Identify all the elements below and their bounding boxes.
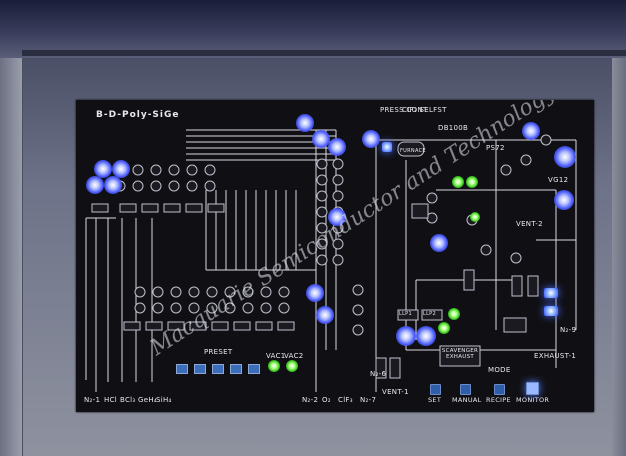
indicator-led (296, 114, 314, 132)
indicator-square-lamp (544, 288, 558, 298)
indicator-led-green (470, 212, 480, 222)
vac2-led (286, 360, 298, 372)
llp2-label: LLP2 (423, 311, 436, 317)
panel-title: B-D-Poly-SiGe (96, 110, 180, 120)
schematic-lines (85, 129, 577, 392)
exhaust1-label: EXHAUST-1 (534, 352, 577, 360)
cabinet-seam (22, 50, 626, 56)
n2-9-label: N₂-9 (560, 326, 577, 334)
mode-set-label: SET (428, 396, 442, 404)
indicator-led-green (466, 176, 478, 188)
vg12-label: VG12 (548, 176, 569, 184)
gas-label-hcl: HCl (104, 396, 117, 404)
mode-recipe-button[interactable] (494, 384, 505, 395)
gas-label-n2-2: N₂-2 (302, 396, 319, 404)
preset-button-5[interactable] (248, 364, 260, 374)
vent1-label: VENT-1 (382, 388, 409, 396)
press-cont-label: PRESS CONT (380, 106, 428, 114)
indicator-led (430, 234, 448, 252)
indicator-led (362, 130, 380, 148)
indicator-led-green (448, 308, 460, 320)
indicator-led (104, 176, 122, 194)
indicator-led (416, 326, 436, 346)
indicator-led (328, 138, 346, 156)
llp1-label: LLP1 (399, 311, 412, 317)
indicator-led (554, 190, 574, 210)
ps72-label: PS72 (486, 144, 505, 152)
indicator-led-green (452, 176, 464, 188)
mode-monitor-button[interactable] (526, 382, 539, 395)
vac1-led (268, 360, 280, 372)
indicator-led (554, 146, 576, 168)
mode-set-button[interactable] (430, 384, 441, 395)
preset-button-4[interactable] (230, 364, 242, 374)
indicator-led (312, 130, 330, 148)
indicator-led (328, 208, 346, 226)
gas-label-geh4: GeH₄ (138, 396, 158, 404)
cabinet-right-rail (612, 58, 626, 456)
db100b-label: DB100B (438, 124, 469, 132)
mode-manual-label: MANUAL (452, 396, 482, 404)
mode-recipe-label: RECIPE (486, 396, 511, 404)
preset-button-3[interactable] (212, 364, 224, 374)
mode-label: MODE (488, 366, 511, 374)
mode-monitor-label: MONITOR (516, 396, 550, 404)
vac1-label: VAC1 (266, 352, 286, 360)
gas-label-o2: O₂ (322, 396, 331, 404)
preset-button-1[interactable] (176, 364, 188, 374)
indicator-led (86, 176, 104, 194)
gas-label-clf3: ClF₃ (338, 396, 353, 404)
indicator-square-lamp (382, 142, 392, 152)
indicator-led (306, 284, 324, 302)
indicator-led (522, 122, 540, 140)
indicator-led (94, 160, 112, 178)
indicator-square-lamp (544, 306, 558, 316)
cabinet-left-rail (0, 58, 23, 456)
indicator-led (316, 306, 334, 324)
indicator-led (396, 326, 416, 346)
preset-button-2[interactable] (194, 364, 206, 374)
vac2-label: VAC2 (284, 352, 304, 360)
n2-7-label: N₂-7 (360, 396, 377, 404)
cabinet-top-section (0, 0, 626, 58)
preset-label: PRESET (204, 348, 233, 356)
gas-system-mimic-panel: B-D-Poly-SiGe PRESS CONT CIF₃ SELFST FUR… (76, 100, 594, 412)
indicator-led (112, 160, 130, 178)
indicator-led-green (438, 322, 450, 334)
vent2-label: VENT-2 (516, 220, 543, 228)
gas-label-n2-1: N₂-1 (84, 396, 101, 404)
gas-label-sih4: SiH₄ (156, 396, 172, 404)
furnace-label: FURNACE (400, 148, 426, 154)
mode-manual-button[interactable] (460, 384, 471, 395)
cif-selftest-label: CIF₃ SELFST (402, 106, 447, 114)
gas-label-bcl3: BCl₃ (120, 396, 136, 404)
n2-6-label: N₂-6 (370, 370, 387, 378)
scavenger-exhaust-label: SCAVENGER EXHAUST (441, 348, 479, 360)
